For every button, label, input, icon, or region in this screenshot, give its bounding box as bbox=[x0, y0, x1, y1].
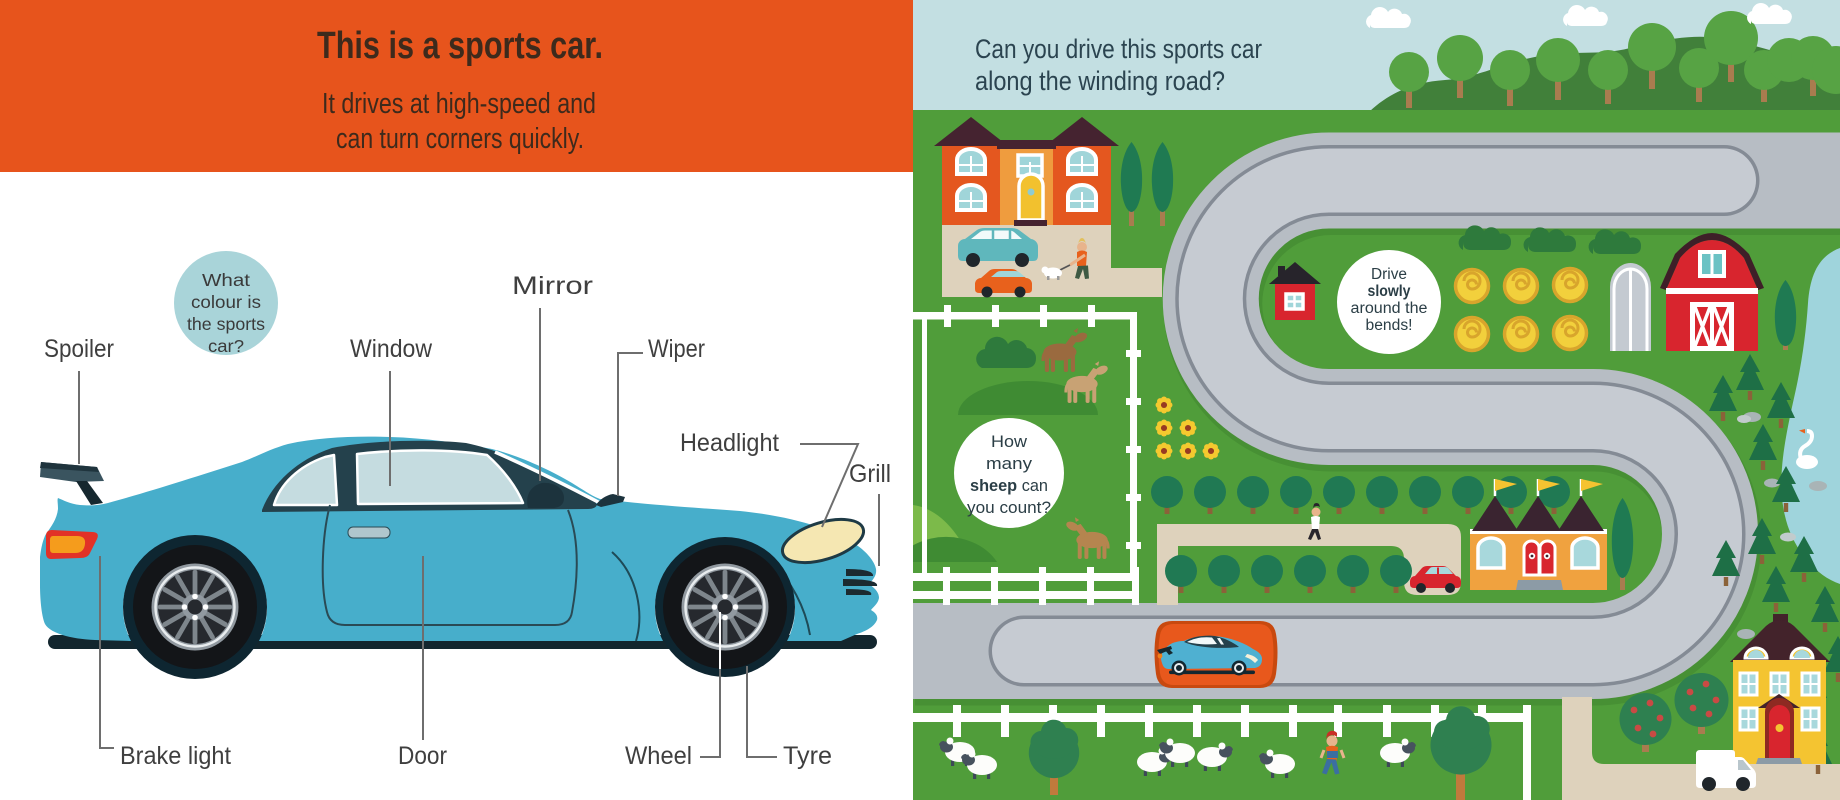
svg-text:along the winding road?: along the winding road? bbox=[975, 66, 1225, 96]
svg-text:It drives at high-speed and: It drives at high-speed and bbox=[322, 88, 596, 120]
svg-text:many: many bbox=[986, 454, 1033, 473]
svg-text:Can you drive this sports car: Can you drive this sports car bbox=[975, 34, 1262, 64]
svg-text:Grill: Grill bbox=[849, 460, 891, 488]
svg-text:This is a sports car.: This is a sports car. bbox=[317, 25, 603, 67]
svg-text:can turn corners quickly.: can turn corners quickly. bbox=[336, 123, 584, 155]
svg-text:Wiper: Wiper bbox=[648, 335, 705, 363]
svg-text:Drive: Drive bbox=[1371, 266, 1407, 283]
svg-text:car?: car? bbox=[208, 336, 244, 356]
svg-text:colour is: colour is bbox=[191, 292, 261, 312]
svg-text:Mirror: Mirror bbox=[512, 272, 593, 300]
svg-text:sheep can: sheep can bbox=[970, 476, 1048, 495]
svg-text:Brake light: Brake light bbox=[120, 742, 231, 770]
svg-text:bends!: bends! bbox=[1366, 317, 1413, 334]
svg-text:How: How bbox=[991, 432, 1028, 451]
svg-text:slowly: slowly bbox=[1368, 283, 1411, 300]
svg-text:Door: Door bbox=[398, 742, 447, 770]
svg-text:What: What bbox=[202, 270, 250, 290]
svg-text:Tyre: Tyre bbox=[783, 742, 832, 770]
svg-text:you count?: you count? bbox=[967, 498, 1051, 517]
svg-text:Window: Window bbox=[350, 335, 433, 363]
svg-text:the sports: the sports bbox=[187, 314, 265, 334]
svg-text:around the: around the bbox=[1351, 300, 1428, 317]
svg-text:Spoiler: Spoiler bbox=[44, 335, 114, 363]
svg-text:Headlight: Headlight bbox=[680, 429, 779, 457]
svg-text:Wheel: Wheel bbox=[625, 742, 692, 770]
